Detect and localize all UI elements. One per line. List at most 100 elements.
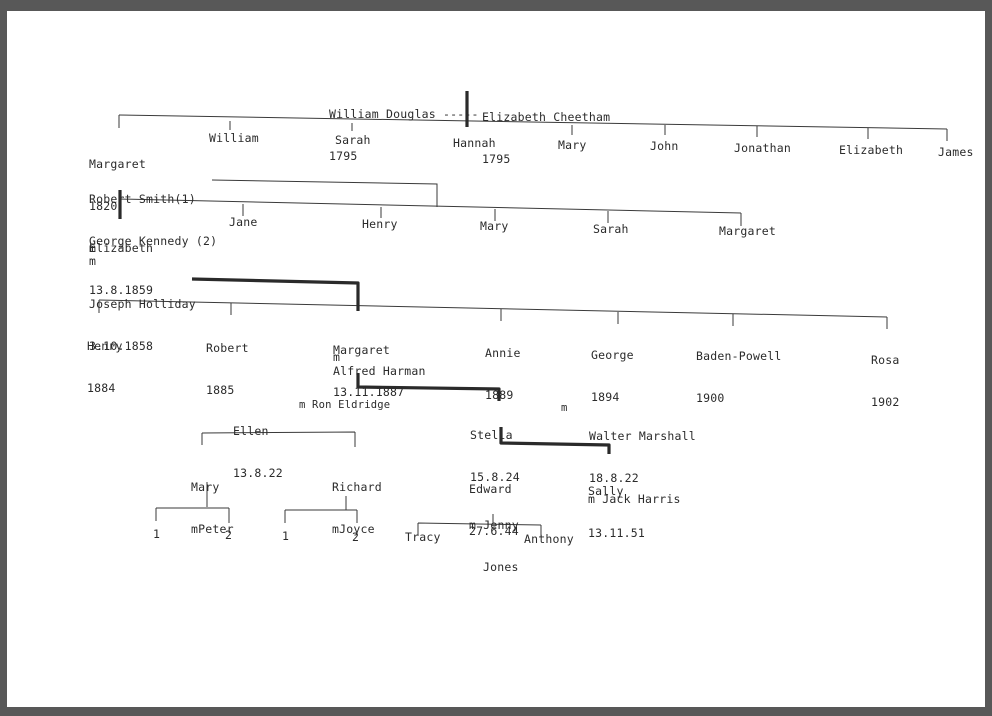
birth-date: 13.11.1887 [333,385,405,399]
birth-year: 1795 [329,149,358,163]
name: Ellen [233,424,269,438]
birth-date: 13.8.22 [233,466,283,480]
name: Henry [87,339,123,353]
grandchild-anthony: Anthony [524,532,574,546]
name: Elizabeth [89,241,154,255]
jenny-jones-node: m Jenny Jones [469,490,519,602]
jack-harris-node: m Jack Harris [588,492,681,506]
married-marker: m [89,241,97,255]
richard-child-2: 2 [352,530,360,544]
spouse-robert-smith: Robert Smith(1) [89,192,196,206]
married-marker: m [561,402,568,414]
sibling-william: William [209,131,259,145]
ellen-children-bar [201,431,356,447]
birth-date: 3.10.1858 [89,339,154,353]
william-douglas-node: William Douglas ----- 1795 [329,79,479,191]
richard-children-bar [284,496,358,523]
richard-child-1: 1 [282,529,290,543]
mary-node: Mary mPeter [191,452,234,564]
name: Sally [588,484,624,498]
edward-children-bar [417,514,542,537]
paper-sheet: William Douglas ----- 1795 Elizabeth Che… [7,11,985,707]
name: George [591,348,634,362]
name: William Douglas ----- [329,107,479,121]
sibling-hannah: Hannah [453,136,496,150]
elizabeth-1859-node: Elizabeth 13.8.1859 [89,213,153,325]
child-henry-node: Henry 1884 [87,311,123,423]
sibling-sarah: Sarah [335,133,371,147]
holliday-descent-line [191,277,360,311]
sibling-james: James [938,145,974,159]
sibling-jonathan: Jonathan [734,141,791,155]
name: Baden-Powell [696,349,782,363]
spouse-george-kennedy: George Kennedy (2) [89,234,218,248]
name: Mary [191,480,220,494]
birth-year: 1820 [89,199,118,213]
kennedy-bracket [211,179,438,207]
mary-children-bar [155,482,230,523]
sibling-mary: Mary [558,138,587,152]
sibling-elizabeth: Elizabeth [839,143,904,157]
gen1-sibling-bar [118,114,948,130]
name: Stella [470,428,513,442]
name: Annie [485,346,521,360]
mary-child-1: 1 [153,527,161,541]
child-baden-powell-node: Baden-Powell 1900 [696,321,781,433]
harman-descent-line [356,373,501,401]
sibling-sarah: Sarah [593,222,629,236]
joseph-holliday-node: Joseph Holliday 3.10.1858 [89,269,196,381]
walter-marshall-node: Walter Marshall 18.8.22 [589,401,696,513]
name: Joseph Holliday [89,297,196,311]
child-margaret-node: Margaret 13.11.1887 [333,315,404,427]
mary-child-2: 2 [225,528,233,542]
name: Walter Marshall [589,429,696,443]
alfred-harman-node: Alfred Harman [333,364,426,378]
ellen-node: Ellen 13.8.22 [233,396,283,508]
margaret-1820-node: Margaret 1820 m [89,129,146,283]
birth-year: 1885 [206,383,235,397]
name: Richard [332,480,382,494]
spouse-line2: Jones [483,560,519,574]
stella-node: Stella 15.8.24 [470,400,520,512]
richard-node: Richard mJoyce [332,452,382,564]
birth-year: 1889 [485,388,514,402]
spouse-line1: m Jenny [469,518,519,532]
birth-date: 13.11.51 [588,526,645,540]
child-robert-node: Robert 1885 [206,313,249,425]
sibling-john: John [650,139,679,153]
sibling-mary: Mary [480,219,509,233]
birth-date: 15.8.24 [470,470,520,484]
sally-node: Sally 13.11.51 [588,456,645,568]
birth-date: 18.8.22 [589,471,639,485]
name: Edward [469,482,512,496]
edward-node: Edward 27.6.44 [469,454,519,566]
grandchild-tracy: Tracy [405,530,441,544]
birth-year: 1894 [591,390,620,404]
elizabeth-cheetham-node: Elizabeth Cheetham 1795 [482,82,610,194]
child-george-node: George 1894 [591,320,634,432]
ron-eldridge-node: m Ron Eldridge [299,399,391,411]
name: Rosa [871,353,900,367]
name: Elizabeth Cheetham [482,110,611,124]
birth-year: 1900 [696,391,725,405]
marshall-descent-line [499,427,611,454]
sibling-jane: Jane [229,215,258,229]
name: Margaret [89,157,146,171]
sibling-margaret: Margaret [719,224,776,238]
gen2-sibling-bar [118,198,742,214]
married-marker: m [89,254,97,268]
tree-connector-lines [98,91,948,537]
gen3-sibling-bar [98,299,888,318]
birth-year: 1795 [482,152,511,166]
margaret-spouses: Robert Smith(1) George Kennedy (2) [89,164,217,276]
birth-date: 27.6.44 [469,524,519,538]
married-marker: m [333,350,341,364]
birth-year: 1902 [871,395,900,409]
name: Robert [206,341,249,355]
child-rosa-node: Rosa 1902 [871,325,900,437]
name: Margaret [333,343,390,357]
spouse: mPeter [191,522,234,536]
spouse: mJoyce [332,522,375,536]
sibling-henry: Henry [362,217,398,231]
child-annie-node: Annie 1889 [485,318,521,430]
